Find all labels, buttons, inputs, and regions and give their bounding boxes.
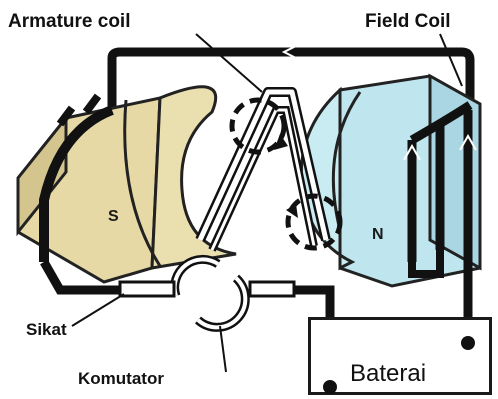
brush-label: Sikat	[26, 321, 67, 338]
battery-terminal-negative	[323, 380, 337, 394]
armature-coil-label: Armature coil	[8, 12, 130, 31]
field-coil-label: Field Coil	[365, 12, 451, 31]
south-pole-label: S	[108, 208, 119, 226]
commutator-label: Komutator	[78, 370, 164, 387]
battery-label: Baterai	[350, 362, 426, 386]
north-pole-label: N	[372, 226, 384, 244]
battery-terminal-positive	[461, 336, 475, 350]
